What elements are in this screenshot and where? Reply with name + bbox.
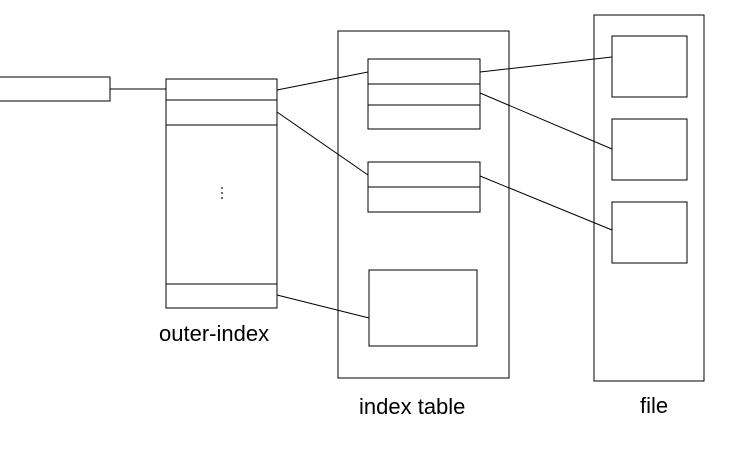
outer-to-index-pointer <box>276 111 369 176</box>
vertical-ellipsis-icon <box>221 187 223 199</box>
outer-index <box>165 78 278 309</box>
index-table-caption: index table <box>359 394 465 419</box>
outer-to-index-pointer <box>276 71 369 91</box>
file-block <box>611 35 688 98</box>
index-to-file-pointer <box>479 92 613 150</box>
outer-to-index-pointer <box>276 294 370 319</box>
index-block <box>367 58 481 130</box>
file-block <box>611 201 688 264</box>
file-block <box>611 118 688 181</box>
outer-index-caption: outer-index <box>159 321 269 346</box>
index-to-file-pointer <box>479 56 613 73</box>
index-table <box>337 30 510 379</box>
index-to-file-pointer <box>479 175 613 231</box>
pointer-block <box>0 76 111 102</box>
file <box>593 14 705 382</box>
index-block <box>367 161 481 213</box>
file-caption: file <box>640 393 668 418</box>
index-block <box>368 269 478 347</box>
